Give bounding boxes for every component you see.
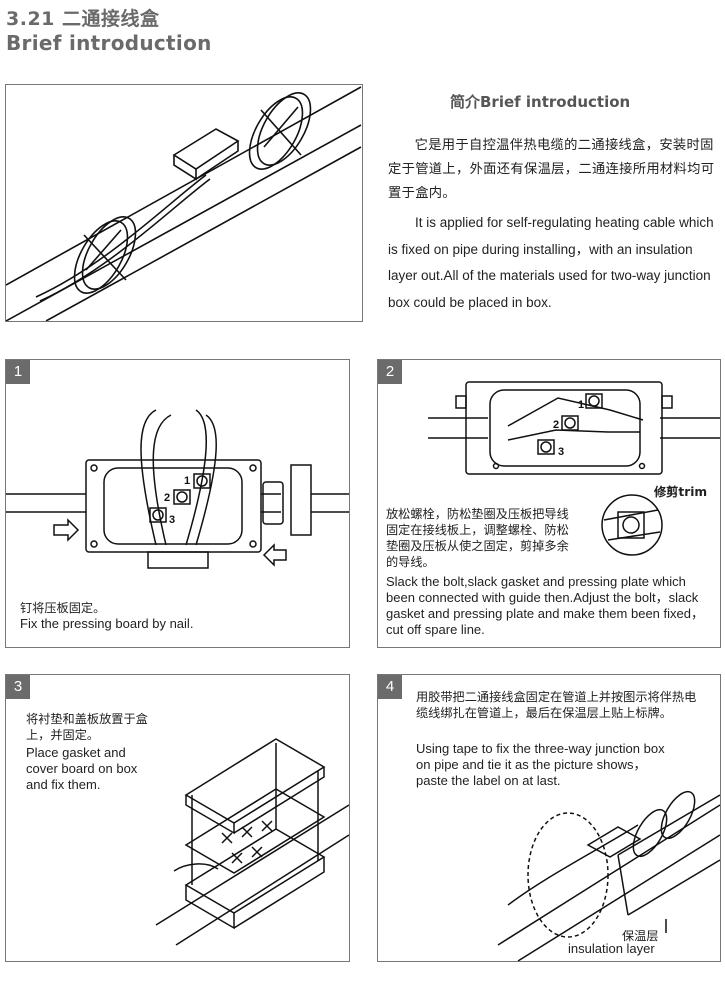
- step-1-label-3: 3: [169, 514, 175, 526]
- section-title-en: Brief introduction: [6, 31, 212, 55]
- section-title-cn: 3.21 二通接线盒: [6, 8, 160, 30]
- step-1-label-1: 1: [184, 475, 190, 487]
- intro-text-en: It is applied for self-regulating heatin…: [388, 215, 714, 310]
- step-1-junction-box-diagram: 1 2 3: [6, 409, 349, 569]
- step-4-panel: 4 用胶带把二通接线盒固定在管道上并按图示将伴热电缆线绑扎在管道上，最后在保温层…: [377, 674, 721, 962]
- step-1-text-cn: 钉将压板固定。: [20, 601, 106, 615]
- step-4-insulation-en: insulation layer: [568, 941, 655, 956]
- step-1-text-en: Fix the pressing board by nail.: [20, 616, 194, 631]
- step-number: 1: [6, 360, 30, 384]
- step-4-text-en: Using tape to fix the three-way junction…: [416, 741, 665, 788]
- step-4-text-cn: 用胶带把二通接线盒固定在管道上并按图示将伴热电缆线绑扎在管道上，最后在保温层上贴…: [416, 690, 697, 720]
- step-2-text-cn: 放松螺栓，防松垫圈及压板把导线固定在接线板上，调整螺栓、防松垫圈及压板从使之固定…: [386, 507, 569, 569]
- step-4-insulation-cn: 保温层: [622, 929, 659, 943]
- step-2-trim-label: 修剪trim: [654, 485, 708, 499]
- pipe-junction-illustration: [6, 86, 362, 321]
- step-2-text-en: Slack the bolt,slack gasket and pressing…: [386, 574, 704, 637]
- step-number: 3: [6, 675, 30, 699]
- step-2-label-3: 3: [558, 446, 564, 458]
- step-3-text-cn: 将衬垫和盖板放置于盒上，并固定。: [26, 712, 148, 742]
- step-1-label-2: 2: [164, 492, 170, 504]
- step-2-label-1: 1: [578, 399, 584, 411]
- step-3-panel: 3 将衬垫和盖板放置于盒上，并固定。 Place gasket and cove…: [5, 674, 350, 962]
- step-3-cover-assembly-diagram: [155, 738, 349, 946]
- intro-text-cn: 它是用于自控温伴热电缆的二通接线盒，安装时固定于管道上，外面还有保温层，二通连接…: [388, 138, 715, 201]
- step-number: 2: [378, 360, 402, 384]
- step-2-junction-box-diagram: 1 2 3: [428, 381, 720, 556]
- intro-title: 简介Brief introduction: [450, 93, 631, 111]
- step-number: 4: [378, 675, 402, 699]
- step-2-label-2: 2: [553, 419, 559, 431]
- step-1-panel: 1 1 2 3 钉: [5, 359, 350, 648]
- step-2-panel: 2 1 2 3 修剪trim 放松螺栓，防松垫圈及压板把导线固定在接线板上，调整…: [377, 359, 721, 648]
- step-4-installed-box-diagram: [497, 790, 720, 961]
- step-3-text-en: Place gasket and cover board on box and …: [26, 745, 138, 792]
- intro-illustration-panel: [5, 84, 363, 322]
